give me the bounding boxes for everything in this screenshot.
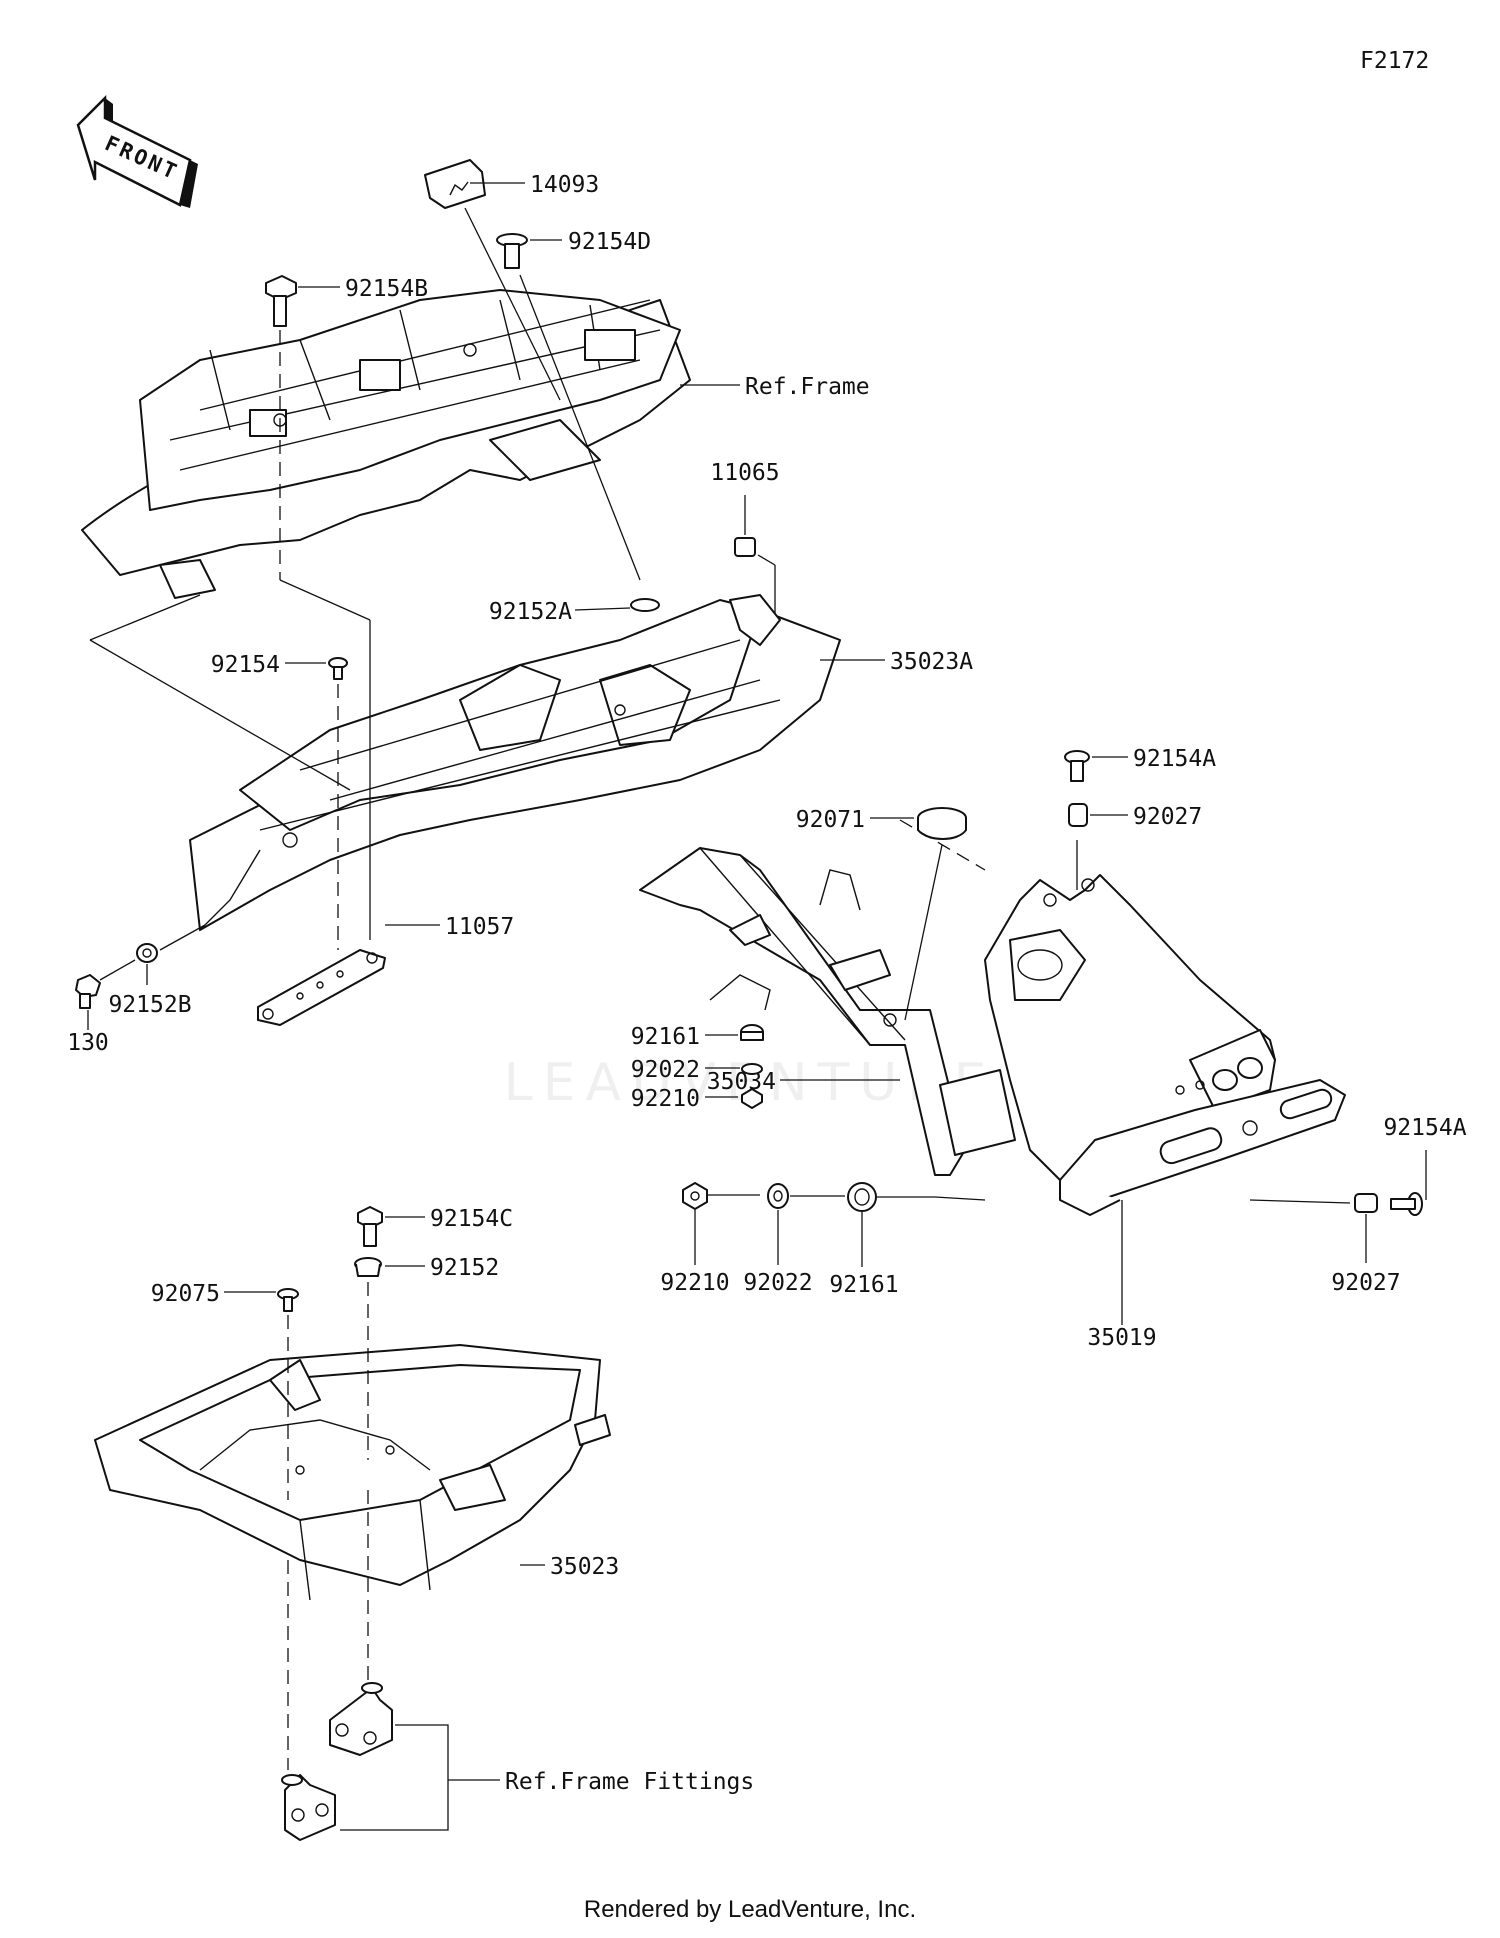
- frame-fitting-upper: [329, 1682, 393, 1756]
- label-92210-upper: 92210: [631, 1086, 700, 1112]
- grommet-92161-upper: [740, 1024, 764, 1041]
- grommet-92152: [354, 1257, 382, 1277]
- label-92154A-right: 92154A: [1383, 1115, 1466, 1141]
- label-35023A: 35023A: [890, 649, 973, 675]
- grommet-92161-lower: [847, 1182, 877, 1212]
- bolt-92154C: [357, 1206, 383, 1247]
- footer-credit: Rendered by LeadVenture, Inc.: [583, 1896, 917, 1923]
- label-14093: 14093: [530, 172, 599, 198]
- bracket-11057: [257, 949, 386, 1026]
- label-92075: 92075: [151, 1281, 220, 1307]
- label-92152: 92152: [430, 1255, 499, 1281]
- frame-fitting-lower: [281, 1774, 336, 1841]
- label-92154C: 92154C: [430, 1206, 513, 1232]
- grommet-92071: [917, 807, 967, 840]
- license-bracket-35034: [639, 847, 1016, 1176]
- label-35019: 35019: [1087, 1325, 1156, 1351]
- collar-92027-top: [1068, 803, 1088, 827]
- label-35023: 35023: [550, 1554, 619, 1580]
- label-ref-frame-fittings: Ref.Frame Fittings: [505, 1769, 754, 1795]
- label-11065: 11065: [710, 460, 779, 486]
- collar-92027-right: [1354, 1193, 1378, 1213]
- label-ref-frame: Ref.Frame: [745, 374, 870, 400]
- label-92071: 92071: [796, 807, 865, 833]
- bolt-92154D: [496, 233, 528, 269]
- label-92154D: 92154D: [568, 229, 651, 255]
- label-11057: 11057: [445, 914, 514, 940]
- tray-35023: [94, 1344, 611, 1601]
- grommet-92152A: [630, 598, 660, 612]
- bolt-92154A-right: [1390, 1192, 1423, 1216]
- washer-92152B: [136, 943, 158, 963]
- washer-92022-upper: [741, 1063, 763, 1075]
- label-35034: 35034: [707, 1069, 776, 1095]
- label-92154B: 92154B: [345, 276, 428, 302]
- spacer-11065: [734, 537, 756, 557]
- tail-housing-35019: [984, 874, 1346, 1216]
- label-92152B: 92152B: [108, 992, 191, 1018]
- label-92154: 92154: [211, 652, 280, 678]
- label-92161-upper: 92161: [631, 1024, 700, 1050]
- bolt-92154B: [265, 275, 297, 327]
- label-130: 130: [67, 1030, 109, 1056]
- label-92022-upper: 92022: [631, 1057, 700, 1083]
- rear-frame-drawing: [81, 289, 691, 599]
- nut-92210-upper: [741, 1088, 763, 1109]
- washer-92022-lower: [767, 1183, 789, 1209]
- label-92161-lower: 92161: [829, 1272, 898, 1298]
- bolt-92154A-top: [1064, 750, 1090, 782]
- nut-92210-lower: [682, 1182, 708, 1210]
- clip-14093: [424, 159, 486, 209]
- label-92027-top: 92027: [1133, 804, 1202, 830]
- pin-92075: [277, 1288, 299, 1312]
- bolt-130: [75, 974, 101, 1009]
- label-92210-lower: 92210: [660, 1270, 729, 1296]
- label-92022-lower: 92022: [743, 1270, 812, 1296]
- label-92027-right: 92027: [1331, 1270, 1400, 1296]
- screw-92154: [328, 657, 348, 680]
- figure-id: F2172: [1360, 48, 1429, 74]
- front-arrow-icon: FRONT: [76, 94, 198, 208]
- label-92152A: 92152A: [489, 599, 572, 625]
- label-92154A-top: 92154A: [1133, 746, 1216, 772]
